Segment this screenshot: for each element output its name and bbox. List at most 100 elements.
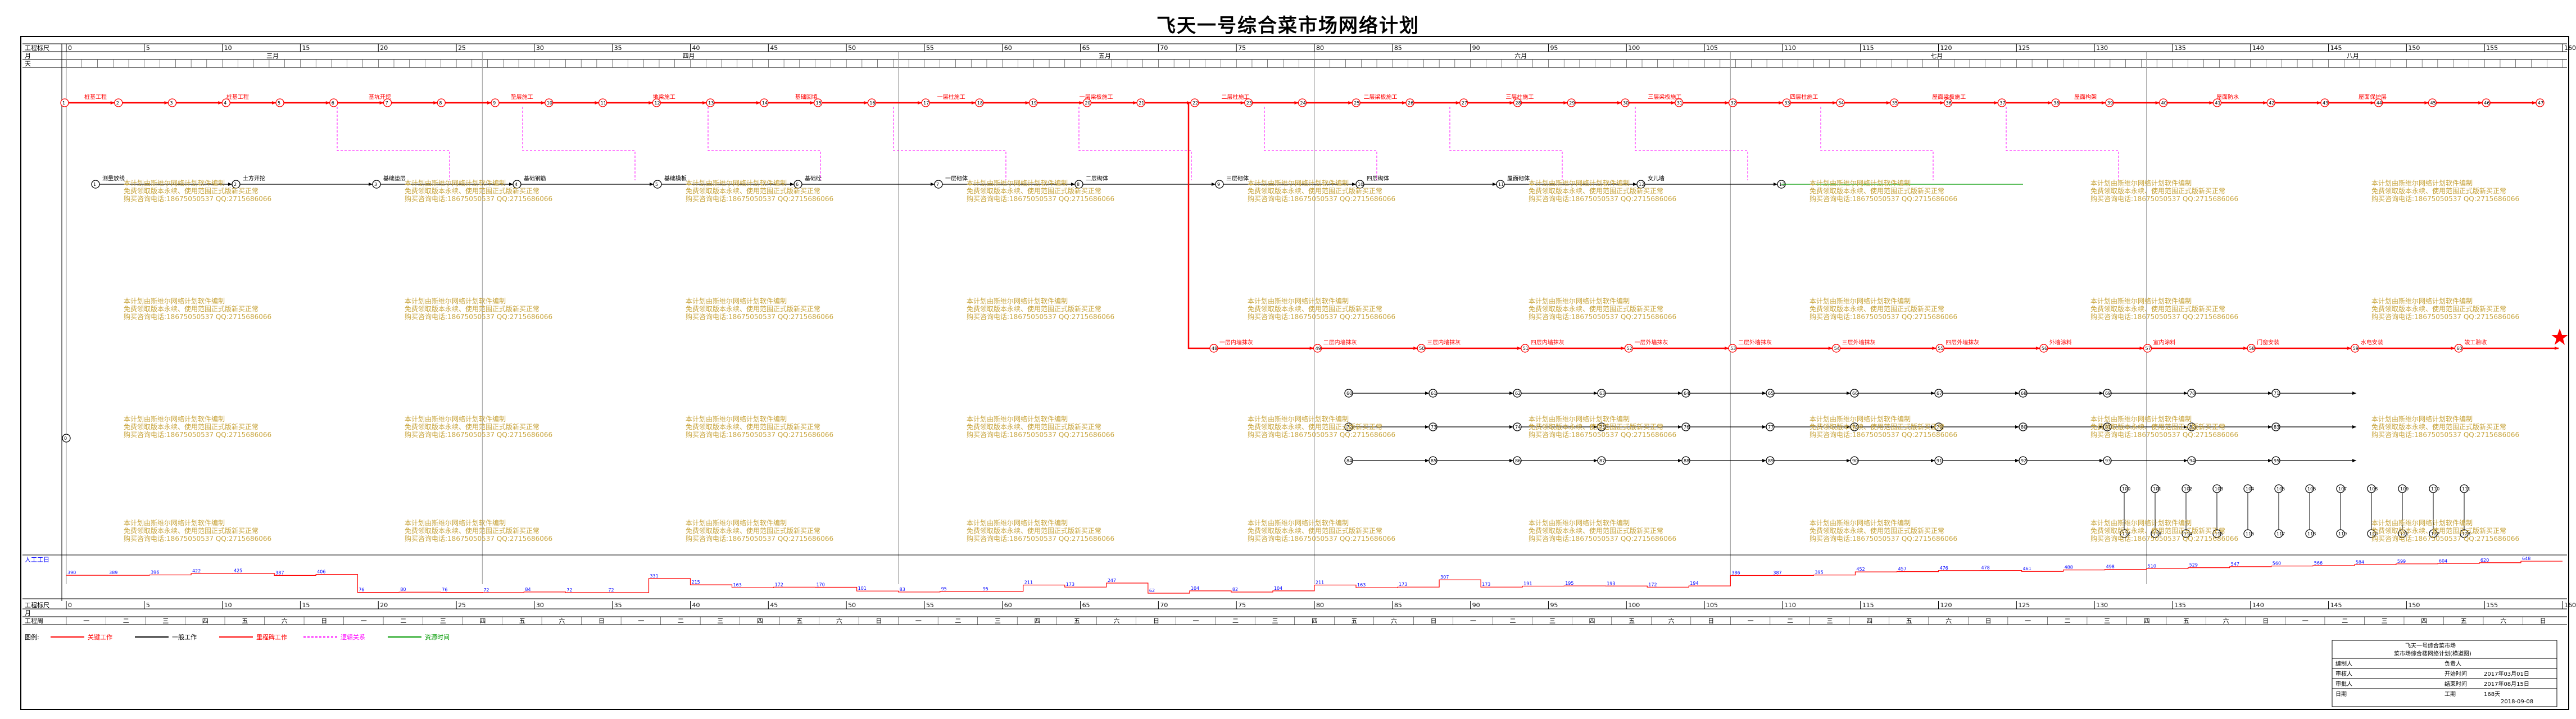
critical-activity-arrow-head bbox=[1309, 347, 1314, 350]
resource-value-label: 163 bbox=[1357, 583, 1366, 588]
ruler-tick-label: 140 bbox=[2252, 44, 2264, 52]
network-node bbox=[1513, 98, 1522, 107]
critical-activity-arrow-head bbox=[1348, 101, 1353, 104]
activity-label: 一层砌体 bbox=[945, 175, 968, 182]
week-label: 六 bbox=[559, 617, 565, 625]
resource-value-label: 195 bbox=[1565, 581, 1573, 586]
bottom-ruler-label: 65 bbox=[1082, 602, 1090, 609]
activity-arrow-head bbox=[1212, 183, 1216, 186]
node-number: 87 bbox=[1599, 458, 1605, 463]
critical-activity-arrow-head bbox=[541, 101, 545, 104]
week-label: 日 bbox=[1431, 617, 1437, 625]
activity-label: 女儿墙 bbox=[1648, 175, 1665, 182]
week-label: 四 bbox=[1034, 617, 1040, 625]
critical-activity-arrow-head bbox=[1025, 101, 1030, 104]
resource-value-label: 191 bbox=[1523, 581, 1532, 586]
resource-value-label: 172 bbox=[775, 582, 783, 587]
title-block-key: 日期 bbox=[2335, 691, 2347, 698]
activity-label: 基础钢筋 bbox=[524, 175, 546, 182]
network-node bbox=[2367, 529, 2376, 538]
network-node bbox=[1428, 422, 1437, 431]
activity-arrow-head bbox=[650, 183, 654, 186]
node-number: 56 bbox=[2042, 346, 2047, 351]
activity-arrow-head bbox=[2184, 425, 2188, 429]
week-label: 日 bbox=[2262, 617, 2269, 625]
node-number: 70 bbox=[2189, 391, 2195, 396]
watermark-text: 购买咨询电话:18675050537 QQ:2715686066 bbox=[2090, 430, 2238, 439]
network-node bbox=[1298, 98, 1307, 107]
network-node bbox=[2019, 422, 2028, 431]
week-label: 二 bbox=[400, 617, 406, 625]
resource-value-label: 510 bbox=[2148, 563, 2156, 568]
watermark-text: 购买咨询电话:18675050537 QQ:2715686066 bbox=[1529, 534, 1676, 543]
watermark-text: 免费领取版本永续、使用范围正式版新买正常 bbox=[967, 186, 1101, 195]
network-node bbox=[2336, 529, 2345, 538]
watermark-text: 购买咨询电话:18675050537 QQ:2715686066 bbox=[1809, 430, 1957, 439]
network-node bbox=[1934, 456, 1943, 465]
week-label: 四 bbox=[757, 617, 763, 625]
node-number: 116 bbox=[2246, 531, 2254, 536]
network-node bbox=[2374, 98, 2383, 107]
resource-value-label: 331 bbox=[650, 574, 658, 579]
watermark-text: 本计划由斯维尔网络计划软件编制 bbox=[2371, 297, 2473, 305]
node-number: 88 bbox=[1684, 458, 1689, 463]
watermark-text: 购买咨询电话:18675050537 QQ:2715686066 bbox=[2371, 534, 2519, 543]
network-node bbox=[1624, 344, 1634, 353]
bottom-ruler-label: 150 bbox=[2408, 602, 2420, 609]
logic-link bbox=[1264, 107, 1377, 180]
node-number: 59 bbox=[2353, 346, 2359, 351]
critical-activity-label: 一层柱施工 bbox=[937, 93, 965, 101]
node-number: 69 bbox=[2105, 391, 2111, 396]
node-number: 43 bbox=[2323, 101, 2328, 106]
node-number: 71 bbox=[2274, 391, 2279, 396]
network-node bbox=[706, 98, 715, 107]
watermark-text: 免费领取版本永续、使用范围正式版新买正常 bbox=[124, 304, 258, 313]
node-number: 122 bbox=[2431, 531, 2439, 536]
network-node bbox=[2305, 484, 2314, 493]
network-node bbox=[653, 180, 662, 189]
resource-value-label: 560 bbox=[2273, 561, 2281, 566]
week-label: 一 bbox=[2302, 617, 2309, 625]
network-node bbox=[2187, 456, 2196, 465]
resource-value-label: 80 bbox=[400, 587, 406, 592]
week-label: 日 bbox=[2540, 617, 2546, 625]
critical-activity-arrow-head bbox=[1833, 101, 1837, 104]
watermark-text: 购买咨询电话:18675050537 QQ:2715686066 bbox=[686, 534, 833, 543]
network-node bbox=[1521, 344, 1530, 353]
watermark-text: 免费领取版本永续、使用范围正式版新买正常 bbox=[1248, 526, 1382, 535]
resource-value-label: 457 bbox=[1898, 567, 1906, 572]
watermark-text: 购买咨询电话:18675050537 QQ:2715686066 bbox=[1529, 194, 1676, 203]
critical-activity-arrow-head bbox=[2555, 347, 2559, 350]
network-node bbox=[652, 98, 661, 107]
watermark-text: 购买咨询电话:18675050537 QQ:2715686066 bbox=[1809, 534, 1957, 543]
node-number: 22 bbox=[1192, 101, 1198, 106]
network-node bbox=[1934, 422, 1943, 431]
node-number: 83 bbox=[2274, 425, 2279, 430]
node-number: 10 bbox=[547, 101, 552, 106]
ruler-tick-label: 85 bbox=[1394, 44, 1402, 52]
week-label: 一 bbox=[361, 617, 367, 625]
week-label: 二 bbox=[2065, 617, 2071, 625]
node-number: 7 bbox=[936, 182, 939, 187]
node-number: 95 bbox=[2274, 458, 2279, 463]
activity-arrow-head bbox=[1931, 392, 1935, 395]
network-node bbox=[2320, 98, 2329, 107]
network-node bbox=[2151, 529, 2160, 538]
network-node bbox=[1428, 456, 1437, 465]
ruler-tick-label: 155 bbox=[2486, 44, 2498, 52]
week-label: 五 bbox=[796, 617, 802, 625]
watermark-text: 免费领取版本永续、使用范围正式版新买正常 bbox=[686, 304, 820, 313]
watermark-text: 购买咨询电话:18675050537 QQ:2715686066 bbox=[124, 430, 271, 439]
critical-activity-arrow-head bbox=[1671, 101, 1675, 104]
critical-activity-arrow-head bbox=[918, 101, 922, 104]
node-number: 81 bbox=[2105, 425, 2111, 430]
resource-value-label: 461 bbox=[2023, 566, 2031, 571]
title-block-header: 飞天一号综合菜市场 bbox=[2405, 642, 2456, 649]
bottom-ruler-label: 110 bbox=[1784, 602, 1796, 609]
bottom-ruler-label: 145 bbox=[2330, 602, 2342, 609]
bottom-ruler-label: 80 bbox=[1316, 602, 1324, 609]
resource-value-label: 95 bbox=[941, 586, 947, 591]
node-number: 31 bbox=[1677, 101, 1682, 106]
node-number: 53 bbox=[1730, 346, 1736, 351]
watermark-text: 免费领取版本永续、使用范围正式版新买正常 bbox=[124, 422, 258, 431]
